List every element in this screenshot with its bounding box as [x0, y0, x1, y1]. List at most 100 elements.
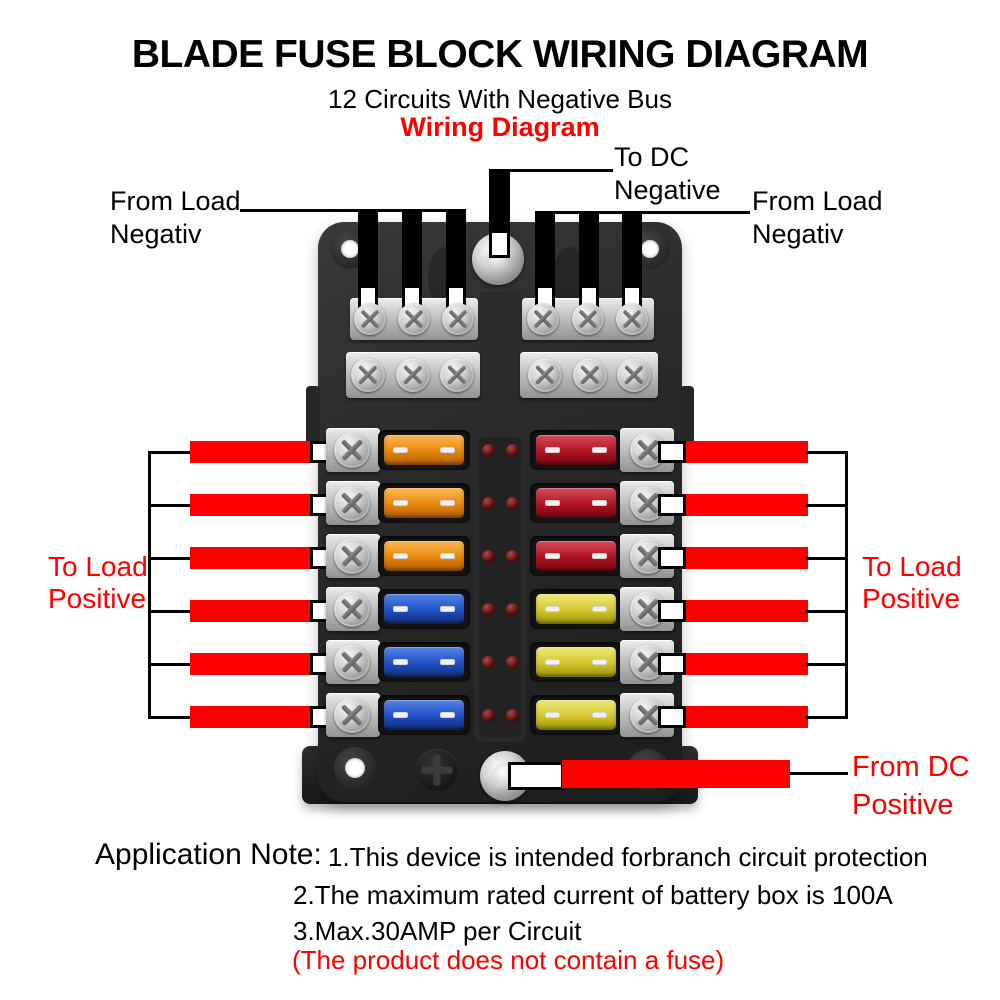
indicator-led [482, 603, 495, 616]
load-terminal-screw-left [334, 697, 370, 733]
load-positive-wire-left [190, 600, 310, 622]
label-line: Negativ [110, 219, 202, 249]
notes-heading: Application Note: [95, 838, 322, 871]
bus-terminal-screw [398, 303, 430, 335]
wire-terminal [658, 600, 686, 622]
bus-terminal-screw [354, 303, 386, 335]
bus-terminal-screw [528, 358, 562, 392]
blade-fuse-left [384, 541, 464, 571]
bus-terminal-screw [573, 358, 607, 392]
load-positive-wire-left [190, 441, 310, 463]
label-line: Positive [852, 789, 954, 821]
bracket-rung-right [806, 504, 848, 507]
dc-positive-wire [562, 760, 790, 788]
bus-terminal-screw [442, 303, 474, 335]
positive-wire-terminal [508, 762, 564, 790]
indicator-led [482, 497, 495, 510]
label-to-dc-negative: To DC Negative [614, 141, 721, 207]
indicator-led [506, 550, 519, 563]
indicator-led [482, 550, 495, 563]
bracket-rung-right [806, 557, 848, 560]
blade-fuse-left [384, 435, 464, 465]
blade-fuse-left [384, 488, 464, 518]
bracket-rung-right [806, 610, 848, 613]
wire-terminal [658, 706, 686, 728]
load-terminal-screw-left [334, 591, 370, 627]
side-tab-right [680, 386, 694, 452]
mount-hole [345, 758, 365, 778]
wire-terminal [658, 494, 686, 516]
bus-terminal-screw [351, 358, 385, 392]
bracket-line-left [148, 451, 151, 719]
label-line: From DC [852, 751, 970, 783]
indicator-led [482, 656, 495, 669]
load-positive-wire-left [190, 706, 310, 728]
blade-fuse-right [536, 594, 616, 624]
blade-fuse-left [384, 647, 464, 677]
label-line: Negative [614, 175, 721, 205]
indicator-led [506, 444, 519, 457]
load-terminal-screw-left [334, 485, 370, 521]
bracket-rung-right [806, 663, 848, 666]
load-positive-wire-right [686, 706, 808, 728]
label-line: To Load [48, 551, 148, 582]
label-from-dc-positive: From DC Positive [852, 748, 970, 824]
blade-fuse-right [536, 647, 616, 677]
label-from-load-right: From Load Negativ [752, 185, 883, 251]
label-line: Positive [862, 583, 961, 614]
bracket-rung-right [806, 451, 848, 454]
blade-fuse-right [536, 700, 616, 730]
mount-hole [341, 240, 359, 258]
bracket-rung-left [148, 716, 192, 719]
bus-terminal-screw [396, 358, 430, 392]
indicator-led [482, 709, 495, 722]
load-positive-wire-right [686, 600, 808, 622]
wire-terminal [658, 441, 686, 463]
load-terminal-screw-left [334, 644, 370, 680]
load-positive-wire-right [686, 653, 808, 675]
bracket-rung-left [148, 451, 192, 454]
blade-fuse-left [384, 594, 464, 624]
label-to-load-left: To Load Positive [48, 551, 148, 615]
mount-hole [641, 240, 659, 258]
wire-terminal [492, 233, 507, 255]
load-terminal-screw-left [334, 432, 370, 468]
load-positive-wire-right [686, 547, 808, 569]
blade-fuse-right [536, 488, 616, 518]
blade-fuse-right [536, 541, 616, 571]
bracket-rung-left [148, 504, 192, 507]
label-line: From Load [110, 186, 241, 216]
label-line: Positive [48, 583, 147, 614]
bus-terminal-screw [572, 303, 604, 335]
wire-terminal [658, 653, 686, 675]
load-terminal-screw-left [334, 538, 370, 574]
bus-terminal-screw [527, 303, 559, 335]
bracket-rung-right [806, 716, 848, 719]
load-positive-wire-right [686, 441, 808, 463]
leader-line-from-load-left [240, 209, 463, 212]
label-to-load-right: To Load Positive [862, 551, 962, 615]
leader-line-from-dc [790, 772, 848, 775]
label-line: To DC [614, 142, 690, 172]
cover-screw [416, 749, 458, 791]
blade-fuse-left [384, 700, 464, 730]
load-positive-wire-right [686, 494, 808, 516]
page-subtitle: 12 Circuits With Negative Bus [328, 84, 672, 114]
bracket-line-right [845, 451, 848, 719]
label-line: Negativ [752, 219, 844, 249]
wire-terminal [658, 547, 686, 569]
note-item-3: 3.Max.30AMP per Circuit [293, 916, 582, 946]
page-title: BLADE FUSE BLOCK WIRING DIAGRAM [131, 33, 869, 76]
center-divider [480, 292, 520, 404]
bus-terminal-screw [616, 303, 648, 335]
note-item-2: 2.The maximum rated current of battery b… [293, 880, 893, 910]
page-subtitle-red: Wiring Diagram [400, 112, 600, 142]
indicator-led [506, 603, 519, 616]
label-line: To Load [862, 551, 962, 582]
note-warning: (The product does not contain a fuse) [292, 945, 725, 975]
bracket-rung-left [148, 557, 192, 560]
bus-terminal-screw [440, 358, 474, 392]
load-positive-wire-left [190, 547, 310, 569]
